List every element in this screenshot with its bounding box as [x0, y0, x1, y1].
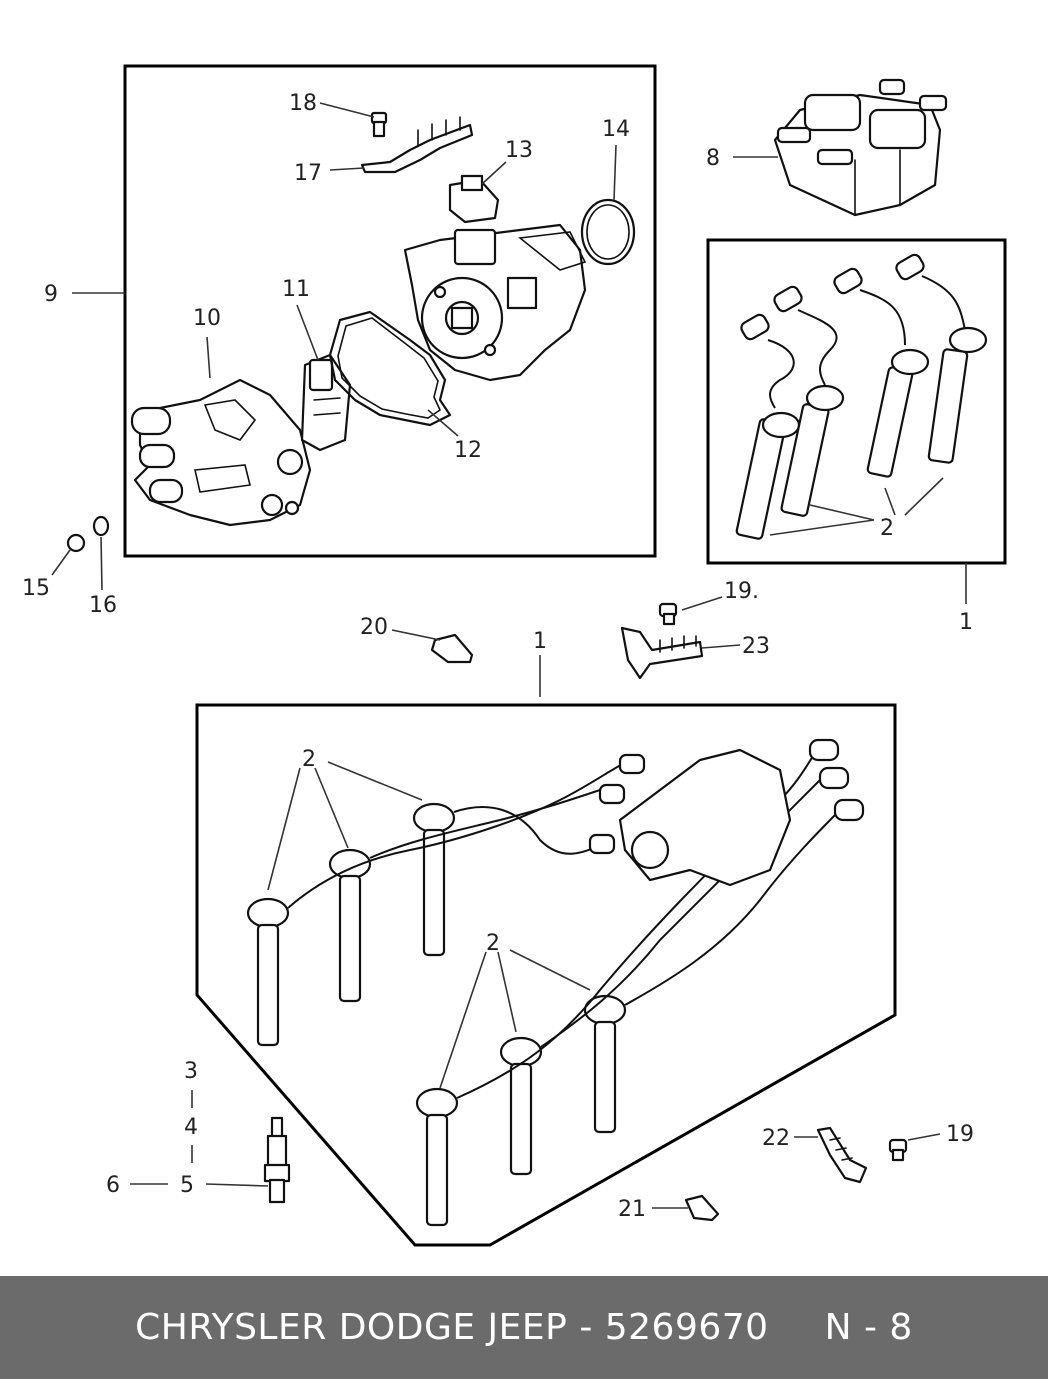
callout-12: 12 [454, 438, 482, 463]
rotor-part [300, 353, 352, 452]
callout-13: 13 [505, 138, 533, 163]
footer-page-code: N - 8 [824, 1307, 913, 1348]
footer-banner: CHRYSLER DODGE JEEP - 5269670 N - 8 [0, 1276, 1048, 1379]
spark-plug-wires-set-b [246, 738, 865, 1227]
callout-14: 14 [602, 117, 630, 142]
distributor-assembly-frame [123, 64, 657, 558]
o-ring-part [580, 198, 636, 266]
callout-9: 9 [44, 282, 58, 307]
callout-16: 16 [89, 593, 117, 618]
callout-5: 5 [180, 1173, 194, 1198]
bracket-part [360, 116, 474, 174]
callout-6: 6 [106, 1173, 120, 1198]
callout-20: 20 [360, 615, 388, 640]
bracket-part-22 [816, 1126, 868, 1184]
spark-plug-part [263, 1116, 291, 1204]
distributor-housing-part [403, 223, 587, 382]
callout-15: 15 [22, 576, 50, 601]
callout-1-top-right: 1 [959, 610, 973, 635]
distributor-cap-part [130, 378, 312, 527]
screw-part-19a [658, 602, 678, 626]
callout-2-lower: 2 [486, 931, 500, 956]
spark-plug-wires-set-a [735, 253, 988, 540]
callout-19-bottom: 19 [946, 1122, 974, 1147]
callout-1-bottom: 1 [533, 629, 547, 654]
callout-18: 18 [289, 91, 317, 116]
nut-part [66, 533, 86, 553]
leader-lines [51, 102, 967, 1209]
clip-part-21 [684, 1194, 720, 1222]
callout-4: 4 [184, 1115, 198, 1140]
wire-set-frame [706, 238, 1007, 565]
callout-labels: 18 17 13 14 8 9 11 10 12 15 16 2 1 19. 2… [22, 91, 974, 1222]
callout-17: 17 [294, 161, 322, 186]
callout-2-top-right: 2 [880, 516, 894, 541]
screw-part [370, 111, 388, 138]
wire-harness-frame [195, 703, 897, 1247]
callout-2-upper-left: 2 [302, 747, 316, 772]
footer-part-number: CHRYSLER DODGE JEEP - 5269670 [135, 1307, 769, 1348]
callout-21: 21 [618, 1197, 646, 1222]
washer-part [92, 515, 110, 537]
callout-10: 10 [193, 306, 221, 331]
callout-19-top: 19. [724, 579, 759, 604]
connector-part [448, 174, 500, 224]
parts-diagram: 18 17 13 14 8 9 11 10 12 15 16 2 1 19. 2… [22, 64, 1007, 1247]
callout-22: 22 [762, 1126, 790, 1151]
screw-part-19b [888, 1138, 908, 1162]
callout-11: 11 [282, 277, 310, 302]
callout-3: 3 [184, 1059, 198, 1084]
ignition-coil-part [773, 78, 948, 217]
clip-part-20 [430, 633, 474, 664]
callout-8: 8 [706, 146, 720, 171]
callout-23: 23 [742, 634, 770, 659]
bracket-part-23 [620, 626, 704, 680]
